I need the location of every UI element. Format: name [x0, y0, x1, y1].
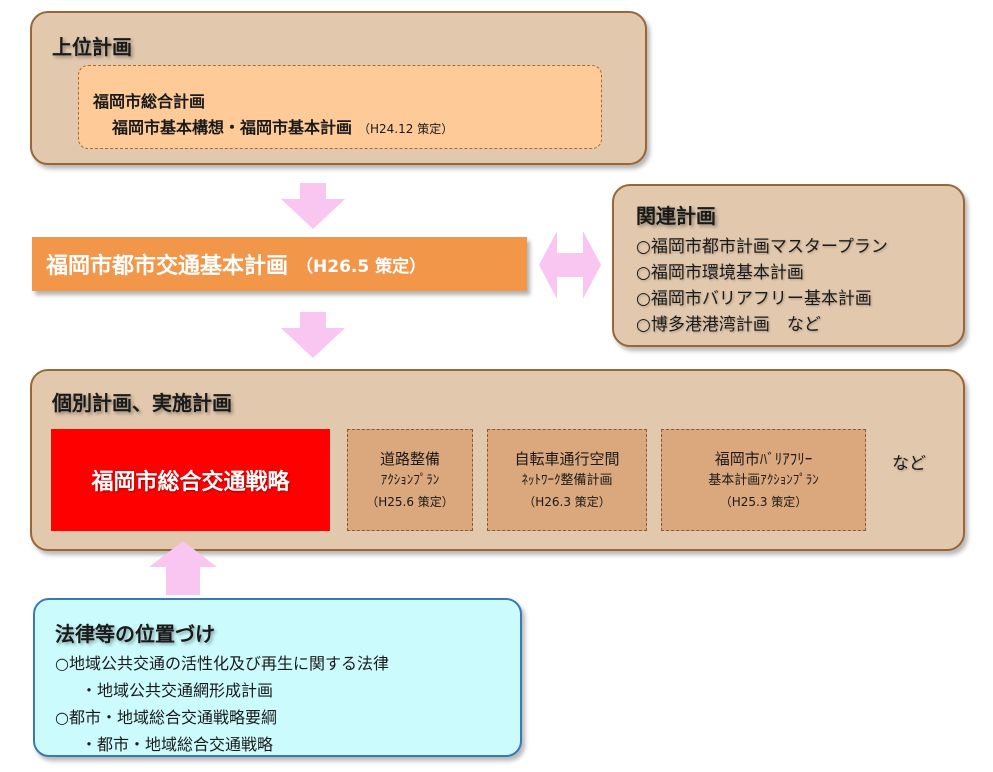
sub-plan-line2: ｱｸｼｮﾝﾌﾟﾗﾝ — [380, 473, 440, 488]
related-plan-item: ○博多港港湾計画 など — [636, 315, 821, 335]
double-arrow-icon — [539, 231, 601, 299]
sub-plan-line2: 基本計画ｱｸｼｮﾝﾌﾟﾗﾝ — [708, 473, 819, 488]
legal-basis-title: 法律等の位置づけ — [55, 622, 215, 646]
related-plans-title: 関連計画 — [636, 204, 716, 228]
upper-plan-panel: 上位計画 福岡市総合計画 福岡市基本構想・福岡市基本計画 （H24.12 策定） — [30, 11, 647, 165]
upper-plan-title: 上位計画 — [52, 35, 132, 59]
basic-plan-label: 福岡市基本構想・福岡市基本計画 （H24.12 策定） — [112, 114, 453, 138]
legal-item: ○地域公共交通の活性化及び再生に関する法律 — [55, 654, 389, 673]
etc-label: など — [892, 454, 926, 474]
comprehensive-transport-strategy: 福岡市総合交通戦略 — [51, 429, 330, 531]
sub-plan-date: （H25.6 策定） — [366, 495, 454, 509]
legal-basis-panel: 法律等の位置づけ ○地域公共交通の活性化及び再生に関する法律 ・地域公共交通網形… — [33, 598, 522, 757]
legal-sub-item: ・地域公共交通網形成計画 — [81, 681, 274, 700]
main-plan-title: 福岡市都市交通基本計画 — [46, 254, 289, 279]
comprehensive-plan-label: 福岡市総合計画 — [93, 92, 206, 111]
sub-plan-date: （H25.3 策定） — [719, 495, 808, 509]
individual-plans-panel: 個別計画、実施計画 福岡市総合交通戦略 道路整備 ｱｸｼｮﾝﾌﾟﾗﾝ （H25.… — [30, 369, 965, 551]
urban-transport-master-plan: 福岡市都市交通基本計画 （H26.5 策定） — [32, 237, 527, 291]
sub-plan-line1: 福岡市ﾊﾞﾘｱﾌﾘｰ — [714, 450, 813, 468]
basic-plan-name: 福岡市基本構想・福岡市基本計画 — [112, 118, 353, 137]
related-plan-item: ○福岡市バリアフリー基本計画 — [636, 289, 872, 309]
comprehensive-plan-box: 福岡市総合計画 福岡市基本構想・福岡市基本計画 （H24.12 策定） — [78, 65, 602, 149]
basic-plan-date: （H24.12 策定） — [358, 122, 454, 136]
arrow-down-icon — [281, 183, 345, 229]
main-plan-date: （H26.5 策定） — [296, 256, 427, 277]
individual-plans-title: 個別計画、実施計画 — [52, 391, 232, 415]
related-plans-panel: 関連計画 ○福岡市都市計画マスタープラン ○福岡市環境基本計画 ○福岡市バリアフ… — [612, 184, 965, 347]
related-plan-item: ○福岡市都市計画マスタープラン — [636, 237, 888, 257]
barrier-free-action-plan: 福岡市ﾊﾞﾘｱﾌﾘｰ 基本計画ｱｸｼｮﾝﾌﾟﾗﾝ （H25.3 策定） — [661, 429, 866, 531]
arrow-up-icon — [149, 541, 217, 595]
sub-plan-date: （H26.3 策定） — [523, 495, 611, 509]
sub-plan-line1: 道路整備 — [379, 450, 440, 468]
road-maintenance-plan: 道路整備 ｱｸｼｮﾝﾌﾟﾗﾝ （H25.6 策定） — [347, 429, 473, 531]
legal-sub-item: ・都市・地域総合交通戦略 — [81, 735, 274, 754]
legal-item: ○都市・地域総合交通戦略要綱 — [55, 708, 277, 727]
arrow-down-icon — [281, 312, 345, 358]
sub-plan-line2: ﾈｯﾄﾜｰｸ整備計画 — [521, 473, 613, 488]
sub-plan-line1: 自転車通行空間 — [514, 450, 620, 468]
related-plan-item: ○福岡市環境基本計画 — [636, 263, 804, 283]
bicycle-network-plan: 自転車通行空間 ﾈｯﾄﾜｰｸ整備計画 （H26.3 策定） — [487, 429, 647, 531]
